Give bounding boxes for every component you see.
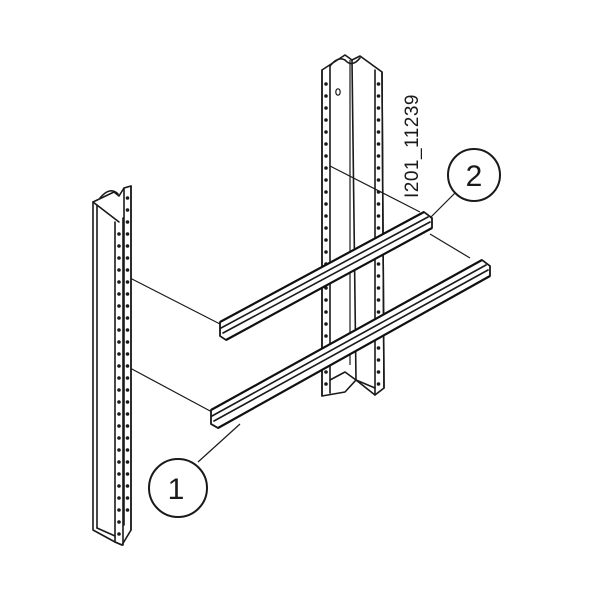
image-code-label: I201_11239	[402, 94, 423, 198]
callout-1-circle	[148, 458, 208, 518]
left-frame-post	[92, 185, 132, 546]
callout-1-leader	[197, 423, 241, 463]
left-post-outer-holes	[125, 196, 130, 512]
callout-1: 1	[148, 423, 241, 518]
callout-1-label: 1	[168, 473, 185, 506]
callout-2-label: 2	[466, 160, 483, 193]
upper-mounting-rail	[219, 211, 433, 341]
right-post-right-holes	[376, 82, 381, 386]
left-post-inner-holes	[117, 232, 121, 536]
callout-2-leader	[429, 191, 457, 219]
projection-lines	[129, 165, 471, 413]
right-frame-post	[321, 54, 385, 397]
lower-mounting-rail	[210, 259, 491, 429]
callout-2: 2	[429, 148, 501, 219]
callout-2-circle	[447, 148, 501, 202]
